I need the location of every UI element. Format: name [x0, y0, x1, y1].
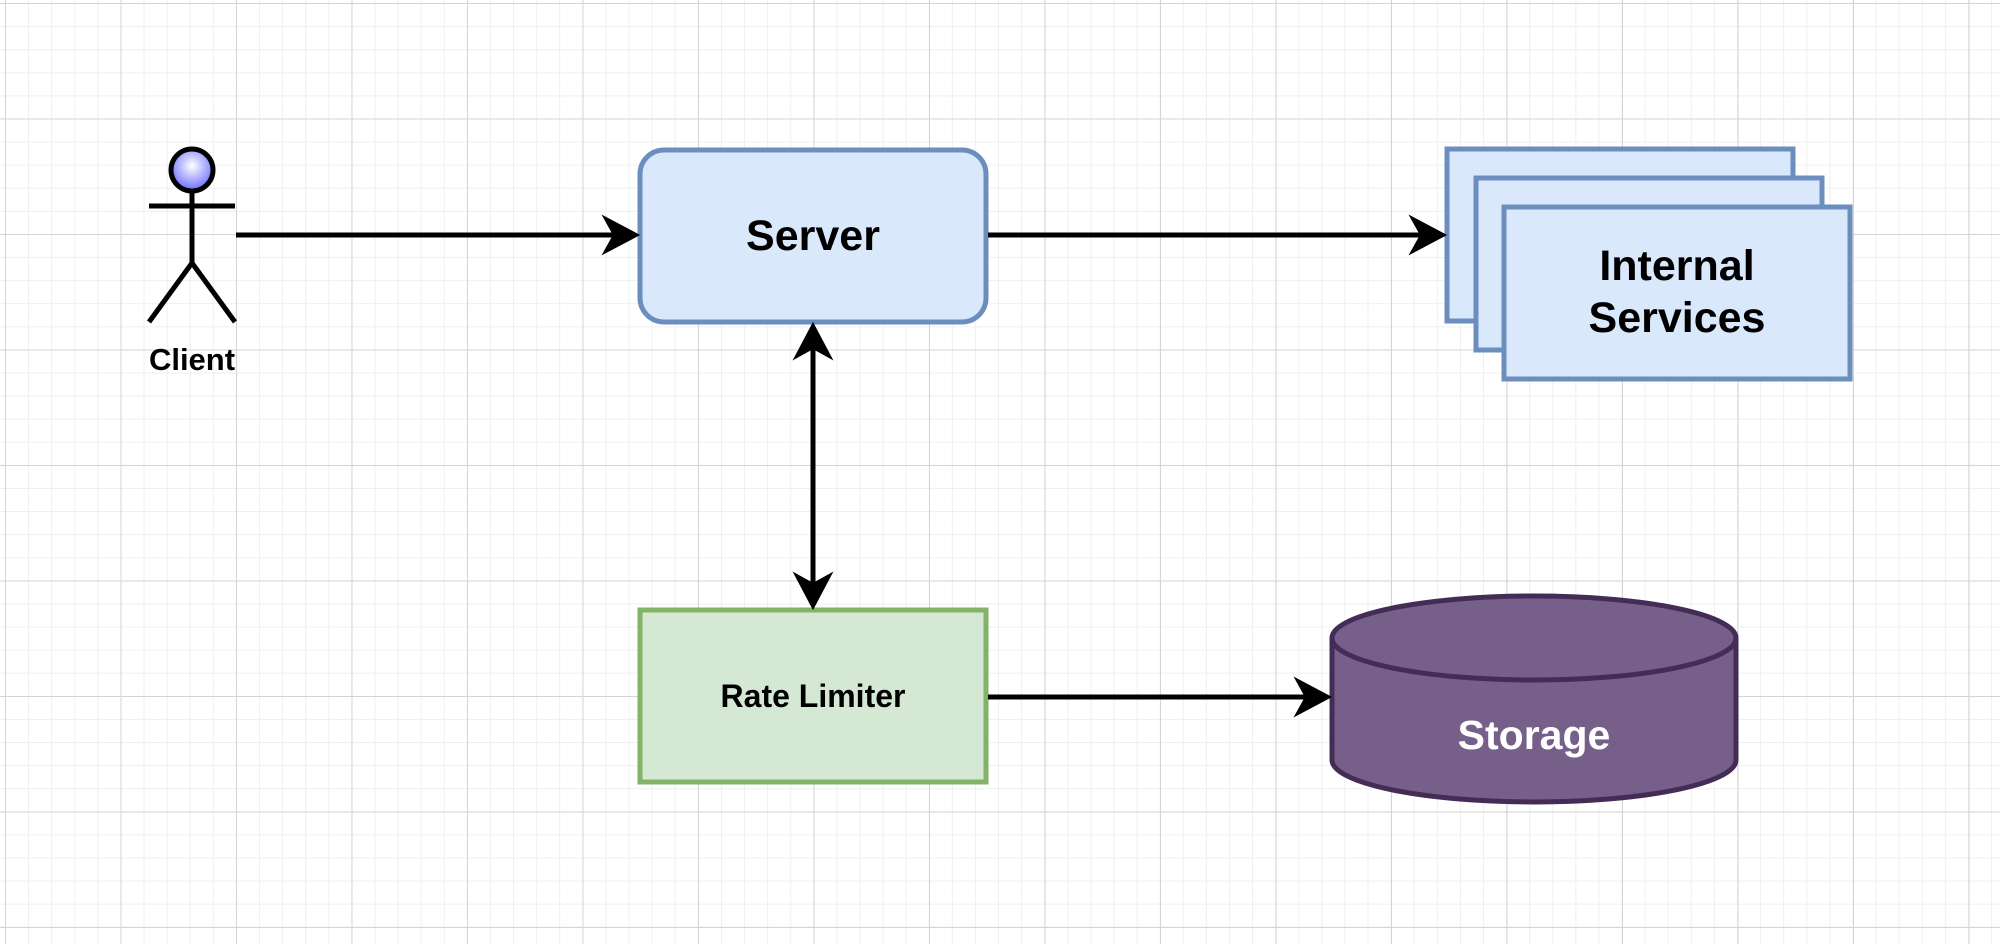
edge-server-internal-services[interactable]	[988, 214, 1448, 256]
arrowhead-icon	[792, 321, 834, 361]
storage-label: Storage	[1457, 711, 1611, 758]
server-label: Server	[746, 211, 880, 260]
rate-limiter-label: Rate Limiter	[720, 677, 906, 714]
edge-client-server[interactable]	[236, 214, 641, 256]
arrowhead-icon	[601, 214, 641, 256]
client-actor-icon[interactable]	[146, 146, 238, 324]
edge-rate-limiter-storage[interactable]	[988, 676, 1333, 718]
edge-server-rate-limiter[interactable]	[792, 321, 834, 611]
arrowhead-icon	[1293, 676, 1333, 718]
arrowhead-icon	[792, 571, 834, 611]
client-label: Client	[148, 342, 236, 377]
internal-services-label: Internal Services	[1588, 242, 1766, 342]
arrowhead-icon	[1408, 214, 1448, 256]
storage-cylinder[interactable]	[1329, 593, 1739, 805]
internal-services-stack[interactable]	[1444, 146, 1853, 382]
